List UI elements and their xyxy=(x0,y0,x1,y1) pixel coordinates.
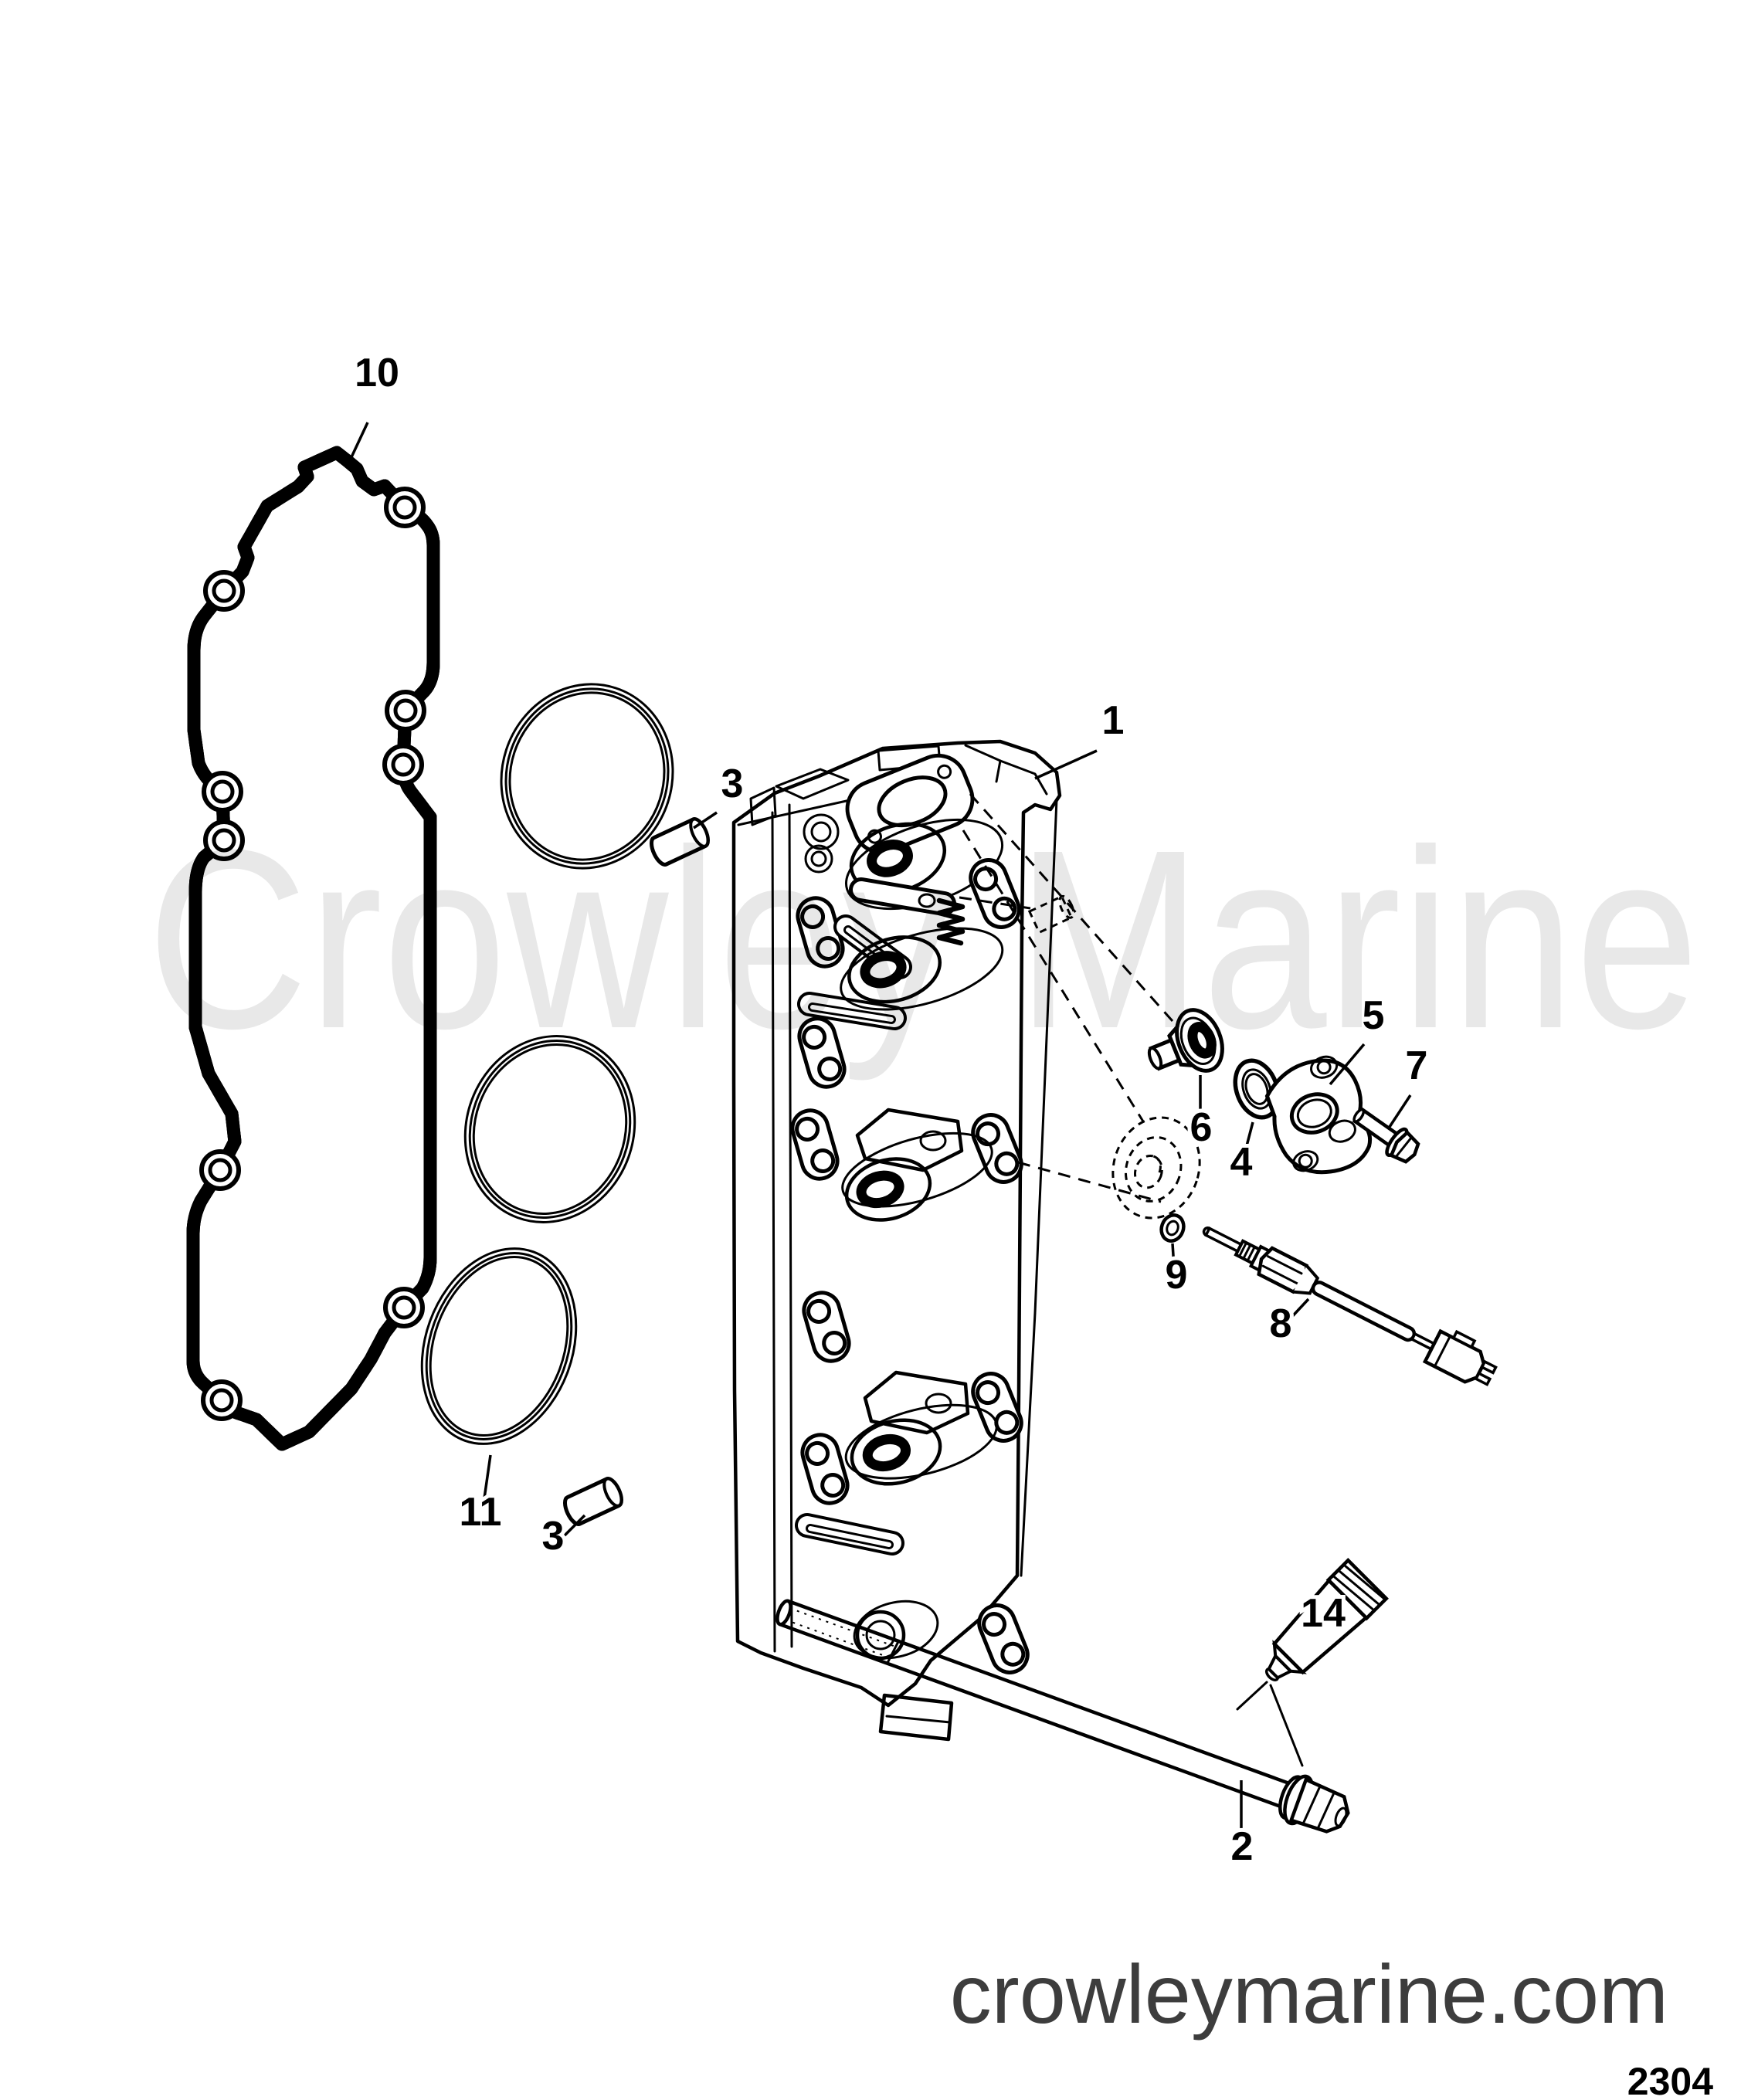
top-port-flange xyxy=(845,753,975,855)
site-url-text: crowleymarine.com xyxy=(950,1947,1668,2041)
outlet-fitting xyxy=(1264,1055,1373,1175)
callout-1: 1 xyxy=(1102,698,1125,743)
slot-2 xyxy=(797,992,907,1030)
callout-leader-1 xyxy=(1034,749,1098,780)
watermark-text: Crowley Marine xyxy=(147,796,1699,1083)
callout-9: 9 xyxy=(1166,1253,1188,1298)
seal-ring xyxy=(1233,1058,1281,1120)
callout-6: 6 xyxy=(1190,1105,1213,1150)
bracket-2 xyxy=(863,1370,970,1435)
callout-11: 11 xyxy=(460,1490,502,1535)
callout-10: 10 xyxy=(355,351,399,395)
callout-14: 14 xyxy=(1301,1591,1346,1636)
callout-leader-3 xyxy=(563,1514,586,1537)
slot-3 xyxy=(795,1513,904,1555)
callout-3: 3 xyxy=(721,762,744,806)
flange-bolt-short xyxy=(1352,1107,1420,1164)
o-ring-bottom xyxy=(420,1247,578,1445)
callout-leader-8 xyxy=(1285,1298,1310,1324)
temperature-sensor xyxy=(1202,1226,1498,1386)
callout-4: 4 xyxy=(1230,1140,1253,1185)
callout-2: 2 xyxy=(1231,1824,1254,1869)
callout-3: 3 xyxy=(542,1514,565,1559)
callout-leader-5 xyxy=(1329,1043,1366,1086)
o-ring-top xyxy=(500,683,674,870)
port-b xyxy=(840,927,1004,1011)
lever-arm xyxy=(849,877,956,916)
callout-leader-9 xyxy=(1171,1243,1176,1268)
callout-leader-11 xyxy=(482,1454,492,1505)
callout-7: 7 xyxy=(1406,1043,1428,1088)
callout-leader-10 xyxy=(349,422,369,460)
port-d xyxy=(844,1403,998,1486)
spring xyxy=(936,897,966,946)
o-ring-middle xyxy=(463,1035,636,1223)
sealant-tube xyxy=(1236,1558,1389,1767)
dowel-pin-bottom xyxy=(562,1476,625,1526)
valve-cover-gasket xyxy=(186,446,440,1451)
flange-bolt-long xyxy=(775,1599,1350,1834)
small-o-ring xyxy=(1159,1213,1186,1243)
callouts: 10 1 3 11 3 2 14 64 57 9 8 xyxy=(349,347,1431,1873)
plug-sensor xyxy=(1147,1008,1224,1073)
callout-leader-3 xyxy=(693,811,718,829)
callout-8: 8 xyxy=(1270,1301,1292,1346)
callout-5: 5 xyxy=(1363,993,1385,1038)
port-c xyxy=(841,1131,993,1222)
callout-leader-4 xyxy=(1243,1121,1254,1155)
assembly-dashed-lines xyxy=(959,793,1201,1220)
ghost-seal xyxy=(1111,1116,1201,1220)
page-number: 2304 xyxy=(1627,2060,1713,2100)
manifold-body xyxy=(731,739,1062,1742)
callout-leader-7 xyxy=(1388,1094,1412,1128)
